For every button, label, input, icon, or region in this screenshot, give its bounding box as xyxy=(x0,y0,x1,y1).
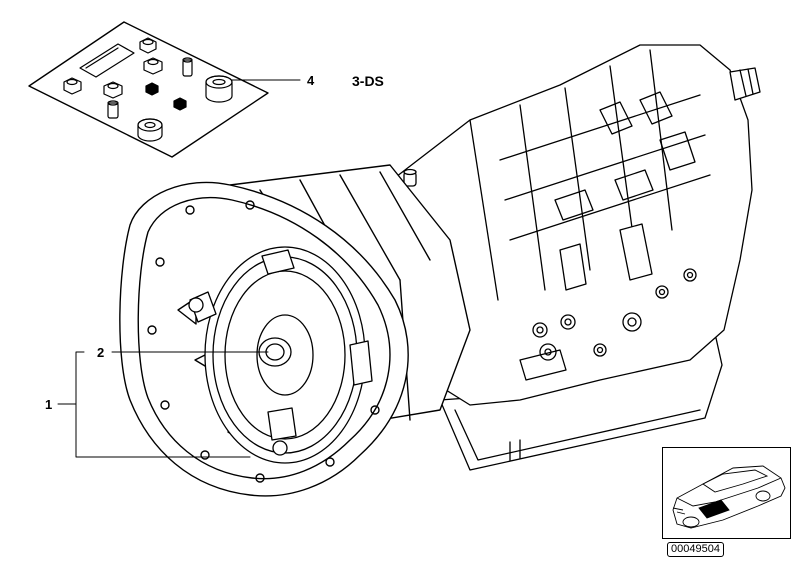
kit-bolt-2 xyxy=(107,100,119,119)
kit-nut-6 xyxy=(173,97,187,111)
variant-label: 3-DS xyxy=(352,73,384,89)
torque-converter xyxy=(188,246,373,464)
leader-lines xyxy=(57,351,269,458)
callout-1: 1 xyxy=(45,397,53,412)
callout-4: 4 xyxy=(307,73,315,88)
callout-2: 2 xyxy=(97,345,105,360)
kit-bolt-1 xyxy=(182,57,193,77)
parts-kit-tray xyxy=(28,21,269,158)
kit-nut-4 xyxy=(103,81,123,99)
kit-nut-5 xyxy=(145,82,159,96)
kit-nut-1 xyxy=(139,37,157,54)
kit-nut-2 xyxy=(143,57,163,75)
gearbox-housing xyxy=(391,44,761,471)
car-outline-icon xyxy=(672,465,786,529)
reference-number: 00049504 xyxy=(667,542,724,557)
kit-seal-1 xyxy=(205,75,233,103)
kit-seal-2 xyxy=(137,118,163,142)
vehicle-location-thumbnail xyxy=(662,447,791,539)
highlight-region xyxy=(698,499,730,519)
kit-nut-3 xyxy=(63,77,82,95)
